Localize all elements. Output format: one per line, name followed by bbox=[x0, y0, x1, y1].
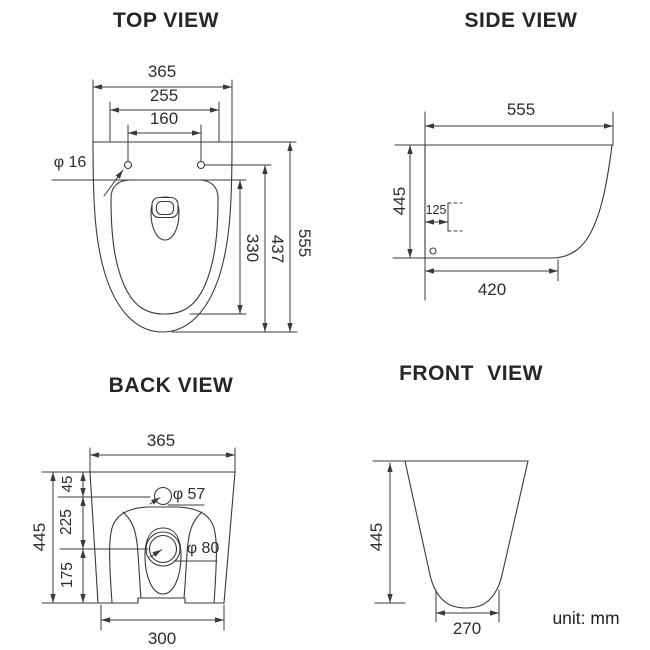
top-dim-seat-width: 255 bbox=[149, 86, 179, 105]
back-view-dimension-lines bbox=[50, 452, 236, 623]
top-dim-bolt-spacing: 160 bbox=[149, 109, 179, 128]
back-dim-inlet-to-outlet: 225 bbox=[58, 509, 75, 535]
top-bolt-hole-right bbox=[196, 160, 206, 170]
back-arch-inner-left bbox=[122, 511, 142, 599]
top-bowl-outline bbox=[92, 141, 233, 333]
top-view-title: TOP VIEW bbox=[113, 9, 219, 32]
back-body-outline bbox=[89, 471, 236, 604]
unit-label: unit: mm bbox=[552, 608, 620, 628]
top-dim-total-length: 555 bbox=[295, 228, 314, 258]
front-view-drawing bbox=[372, 460, 529, 623]
top-dim-bowl-length: 437 bbox=[268, 234, 287, 264]
back-dim-inlet-diameter: φ 57 bbox=[172, 486, 206, 503]
front-dim-height: 445 bbox=[367, 522, 386, 552]
back-dim-outlet-to-base: 175 bbox=[59, 562, 76, 588]
side-view-dimension-lines bbox=[407, 123, 614, 274]
front-dim-base-width: 270 bbox=[452, 619, 482, 638]
side-fixing-hole bbox=[429, 247, 437, 255]
back-view-reference-lines bbox=[41, 447, 236, 631]
top-dim-bolt-hole-diameter: φ 16 bbox=[53, 154, 87, 171]
side-bracket-detail bbox=[447, 202, 463, 232]
back-arch-inner-right bbox=[183, 511, 203, 599]
top-view-dimension-lines bbox=[92, 84, 293, 333]
front-view-dimension-lines bbox=[387, 462, 500, 616]
side-view-drawing bbox=[392, 111, 614, 301]
front-view-title: FRONT VIEW bbox=[399, 362, 543, 385]
back-dim-height: 445 bbox=[30, 522, 49, 552]
back-view-title: BACK VIEW bbox=[108, 374, 234, 397]
back-dim-width: 365 bbox=[146, 431, 176, 450]
top-bolt-hole-left bbox=[123, 160, 133, 170]
top-dim-seat-length: 330 bbox=[243, 233, 262, 263]
side-view-title: SIDE VIEW bbox=[464, 9, 578, 32]
back-trapway-shape bbox=[144, 527, 182, 595]
side-dim-bracket-offset: 125 bbox=[425, 203, 447, 217]
side-dim-base-depth: 420 bbox=[477, 280, 507, 299]
back-view-drawing bbox=[41, 447, 236, 631]
back-dim-base-width: 300 bbox=[147, 629, 177, 648]
back-outlet-circle-inner bbox=[148, 534, 178, 564]
side-dim-depth: 555 bbox=[506, 100, 536, 119]
front-body-outline bbox=[404, 460, 529, 609]
top-outlet-rim-inner bbox=[155, 200, 175, 216]
back-dim-outlet-diameter: φ 80 bbox=[186, 540, 220, 557]
side-body-outline bbox=[424, 144, 613, 259]
front-view-reference-lines bbox=[372, 460, 500, 623]
top-dim-width: 365 bbox=[147, 62, 177, 81]
back-arch-outer bbox=[109, 506, 217, 604]
top-view-drawing bbox=[51, 79, 298, 333]
